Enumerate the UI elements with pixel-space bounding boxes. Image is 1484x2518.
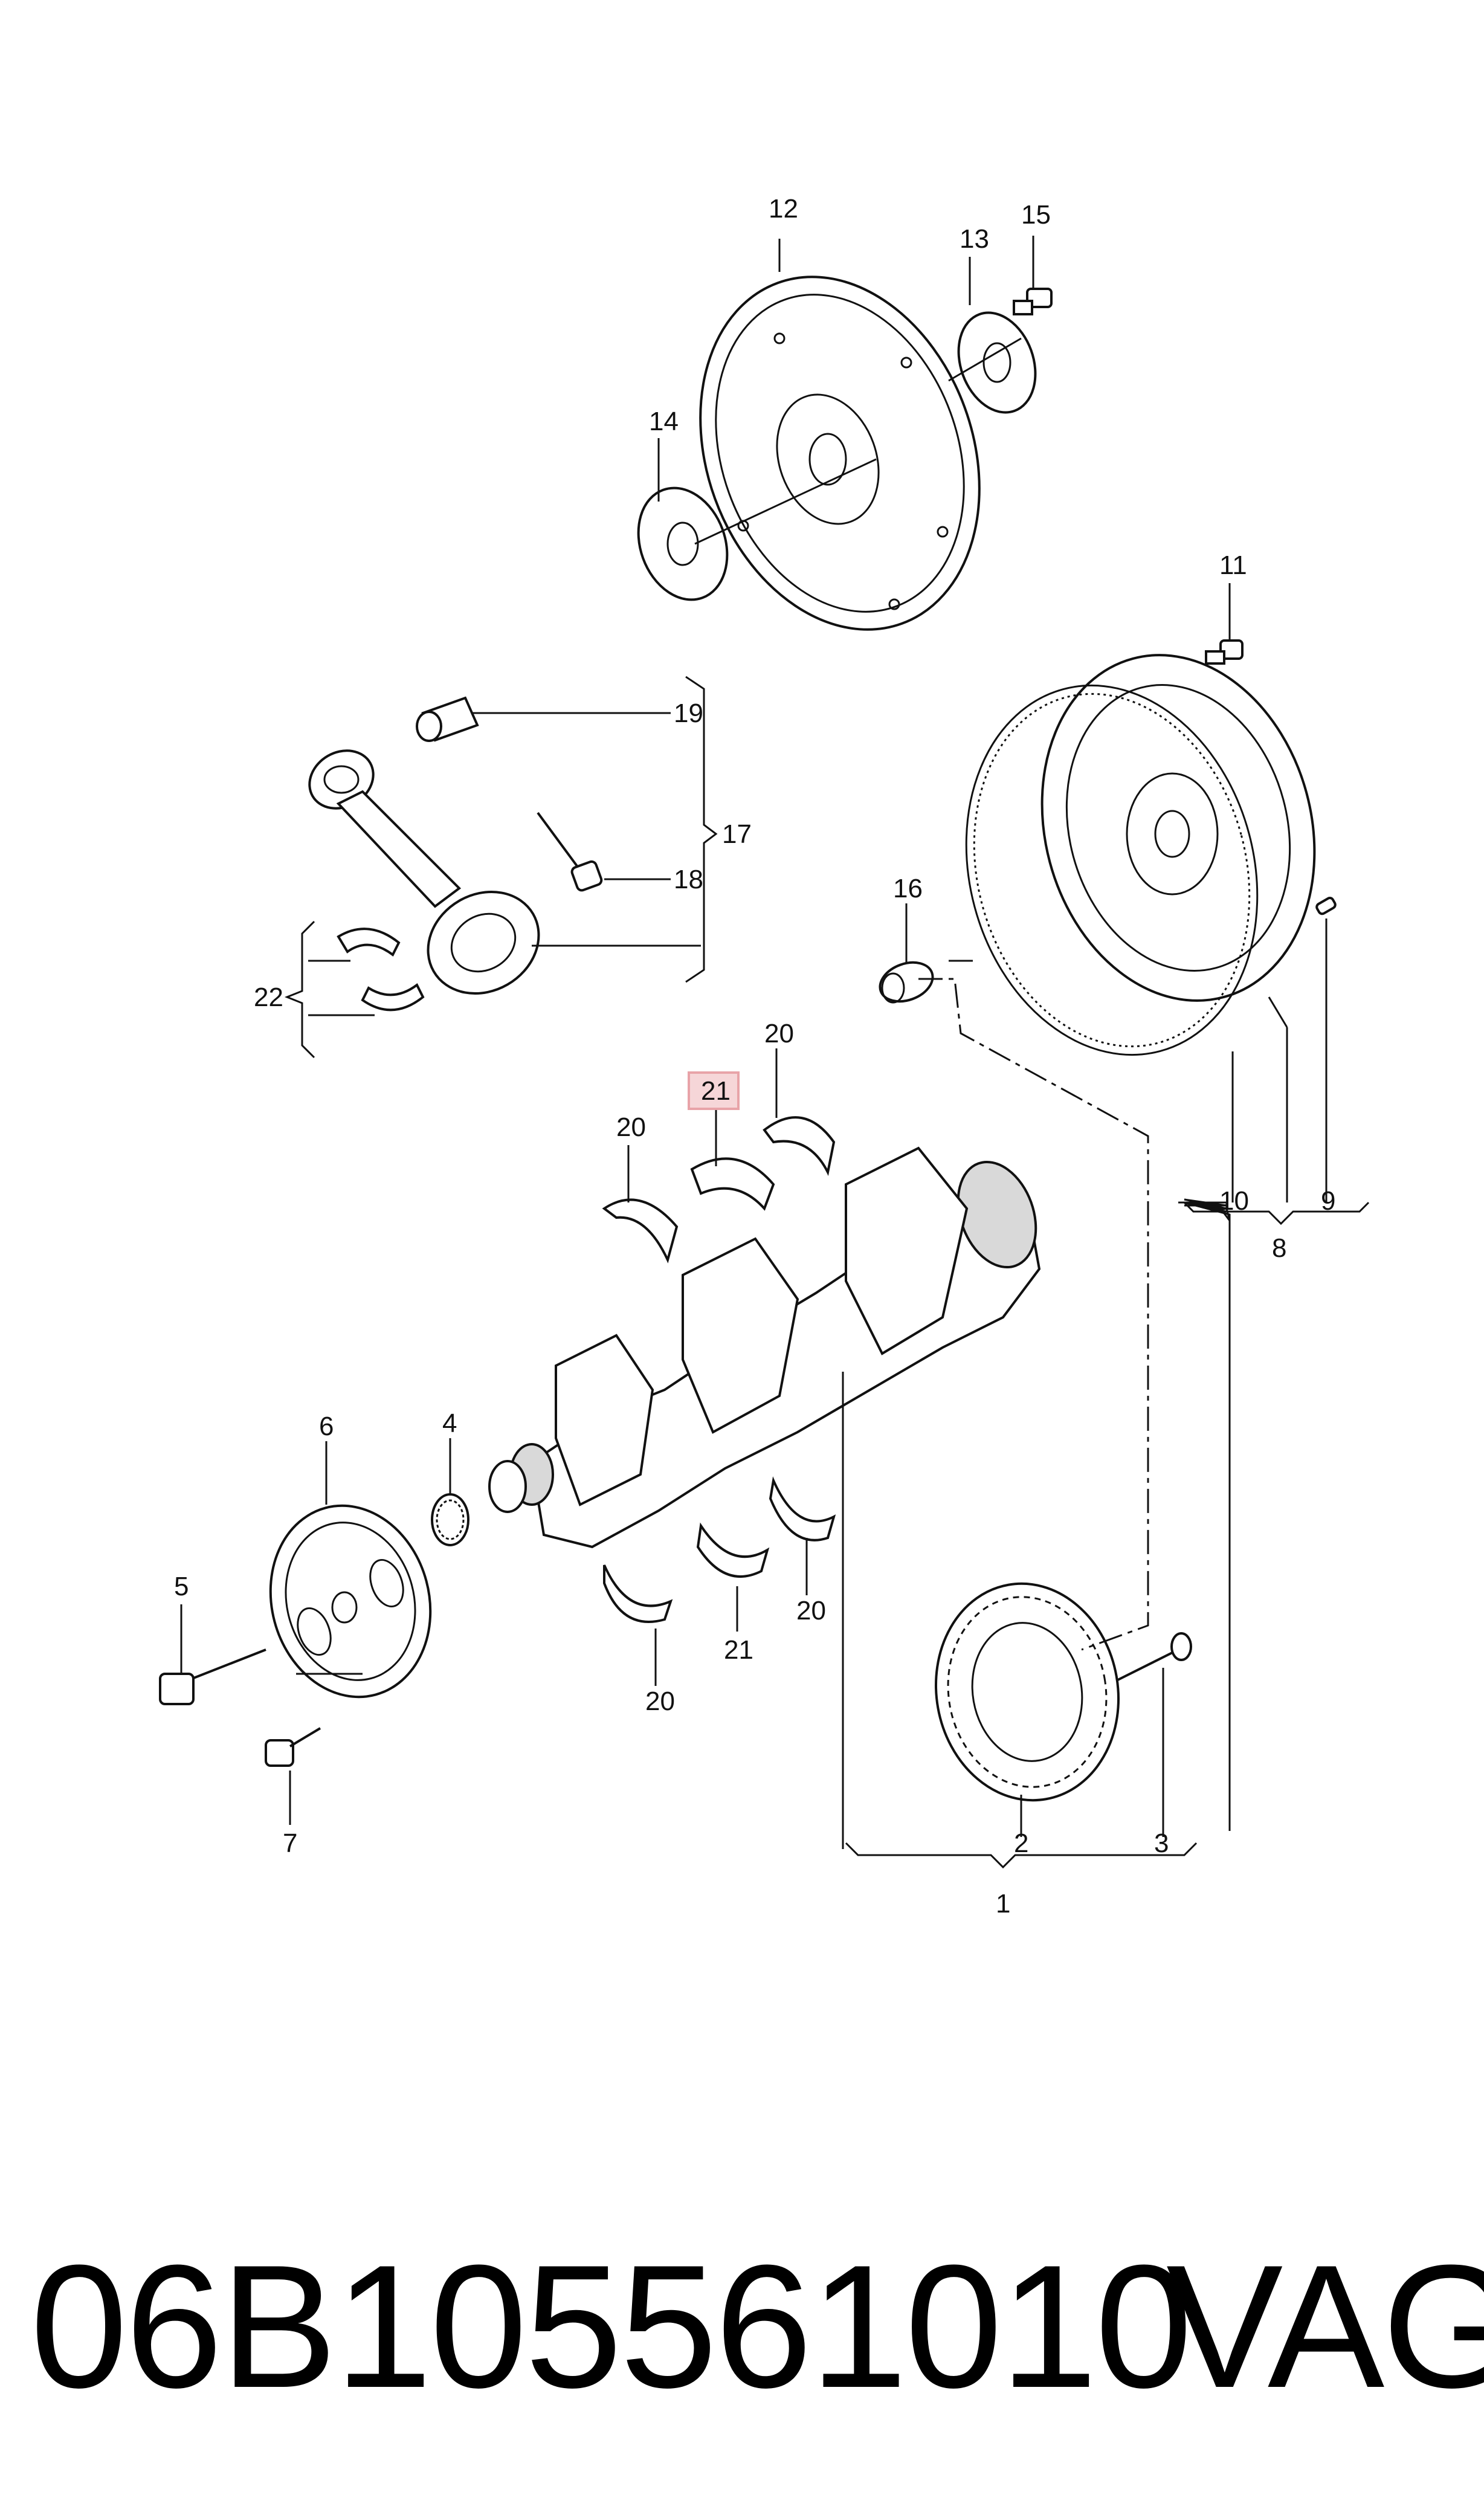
vibration-damper-pulley xyxy=(269,1504,432,1699)
callout-5: 5 xyxy=(174,1572,189,1601)
connecting-rod xyxy=(308,749,540,995)
highlight-box-21 xyxy=(688,1071,740,1110)
callout-20a: 20 xyxy=(764,1019,794,1048)
callout-4: 4 xyxy=(442,1409,457,1438)
piston-pin-19 xyxy=(416,696,479,742)
brand-name: VAG xyxy=(1166,2229,1484,2424)
callout-2: 2 xyxy=(1014,1829,1028,1858)
flex-plate xyxy=(699,276,981,631)
rod-bolt-18 xyxy=(537,812,603,892)
callout-15: 15 xyxy=(1021,200,1051,230)
callout-1: 1 xyxy=(996,1889,1010,1919)
callout-22: 22 xyxy=(254,983,283,1012)
callout-6: 6 xyxy=(319,1412,334,1441)
callout-9: 9 xyxy=(1321,1186,1335,1216)
dowel-pin-9 xyxy=(1315,897,1337,915)
pulley-bolt-5 xyxy=(159,1648,266,1705)
callout-11: 11 xyxy=(1219,550,1247,580)
callout-10: 10 xyxy=(1219,1186,1249,1216)
callout-12: 12 xyxy=(769,194,798,224)
sender-wheel-2 xyxy=(935,1582,1120,1802)
callout-18: 18 xyxy=(674,865,703,894)
part-number: 06B105561010 xyxy=(30,2229,1193,2424)
bolt-11 xyxy=(1205,639,1244,665)
callout-3: 3 xyxy=(1154,1829,1169,1858)
callout-13: 13 xyxy=(960,224,989,254)
ring-gear xyxy=(965,684,1259,1056)
needle-bearing-16 xyxy=(879,961,934,1004)
callout-8: 8 xyxy=(1272,1233,1286,1263)
bolt-15 xyxy=(1013,288,1053,315)
callout-19: 19 xyxy=(674,699,703,728)
callout-21a: 21 xyxy=(701,1076,731,1106)
callout-20d: 20 xyxy=(645,1687,675,1716)
washer-plate-14 xyxy=(637,486,729,601)
rod-bearing-shells-22 xyxy=(337,928,425,1012)
callout-14: 14 xyxy=(649,407,679,436)
callout-7: 7 xyxy=(283,1829,297,1858)
callout-21b: 21 xyxy=(724,1635,753,1665)
pulley-screw-7 xyxy=(265,1727,321,1767)
sender-wheel-screw-3 xyxy=(1117,1632,1192,1681)
callout-20c: 20 xyxy=(796,1596,826,1625)
main-bearing-shells xyxy=(602,1116,836,1623)
crankshaft xyxy=(488,1146,1041,1549)
part-number-caption: 06B105561010 VAG xyxy=(30,2236,1484,2417)
flywheel xyxy=(1040,654,1316,1002)
crank-sprocket-4 xyxy=(431,1493,469,1546)
callout-20b: 20 xyxy=(616,1112,646,1142)
callout-16: 16 xyxy=(893,874,923,903)
washer-plate-13 xyxy=(957,311,1037,414)
callout-17: 17 xyxy=(722,819,752,849)
